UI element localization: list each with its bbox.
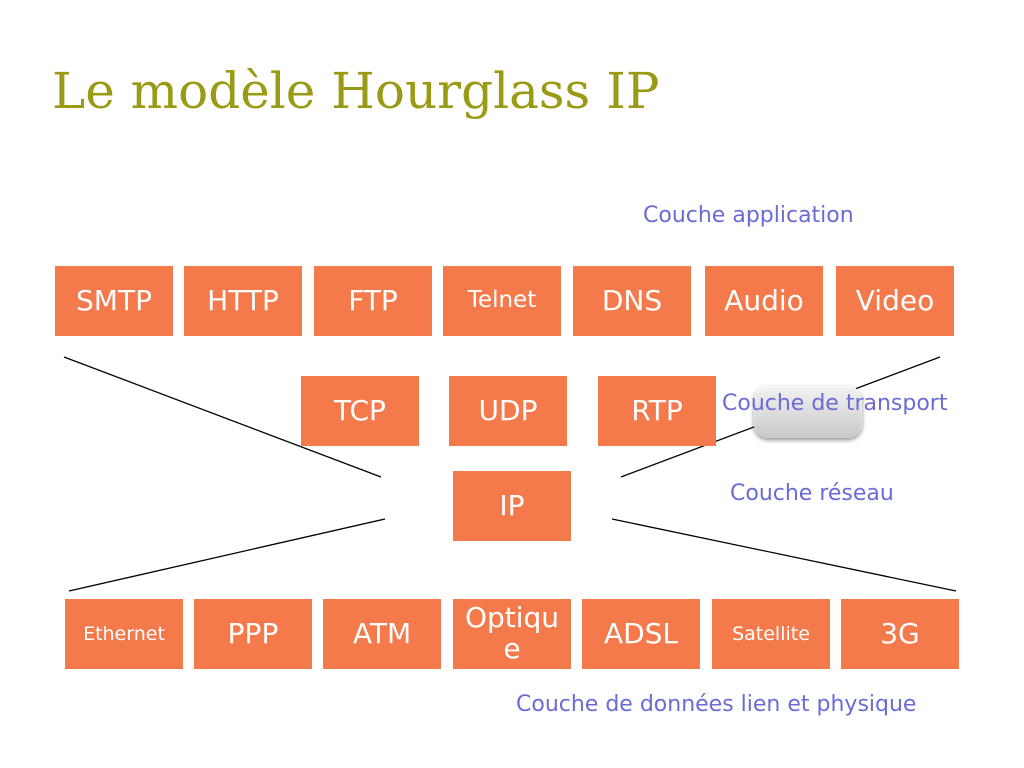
hourglass-line-bottom-right [611, 518, 957, 592]
hourglass-line-bottom-left [68, 518, 386, 592]
box-atm: ATM [323, 599, 441, 669]
glossy-button-shape [754, 386, 862, 438]
box-tcp: TCP [301, 376, 419, 446]
label-application-layer: Couche application [643, 203, 854, 228]
box-smtp: SMTP [55, 266, 173, 336]
box-ip: IP [453, 471, 571, 541]
box-http: HTTP [184, 266, 302, 336]
box-ftp: FTP [314, 266, 432, 336]
box-rtp: RTP [598, 376, 716, 446]
box-ppp: PPP [194, 599, 312, 669]
slide-title: Le modèle Hourglass IP [52, 62, 660, 120]
box-video: Video [836, 266, 954, 336]
hourglass-line-top-left [63, 356, 382, 478]
box-ethernet: Ethernet [65, 599, 183, 669]
label-network-layer: Couche réseau [730, 481, 894, 506]
box-audio: Audio [705, 266, 823, 336]
box-adsl: ADSL [582, 599, 700, 669]
label-transport-layer: Couche de transport [722, 391, 948, 416]
box-dns: DNS [573, 266, 691, 336]
box-optique: Optique [453, 599, 571, 669]
box-udp: UDP [449, 376, 567, 446]
label-link-layer: Couche de données lien et physique [516, 692, 917, 717]
box-telnet: Telnet [443, 266, 561, 336]
box-satellite: Satellite [712, 599, 830, 669]
box-3g: 3G [841, 599, 959, 669]
